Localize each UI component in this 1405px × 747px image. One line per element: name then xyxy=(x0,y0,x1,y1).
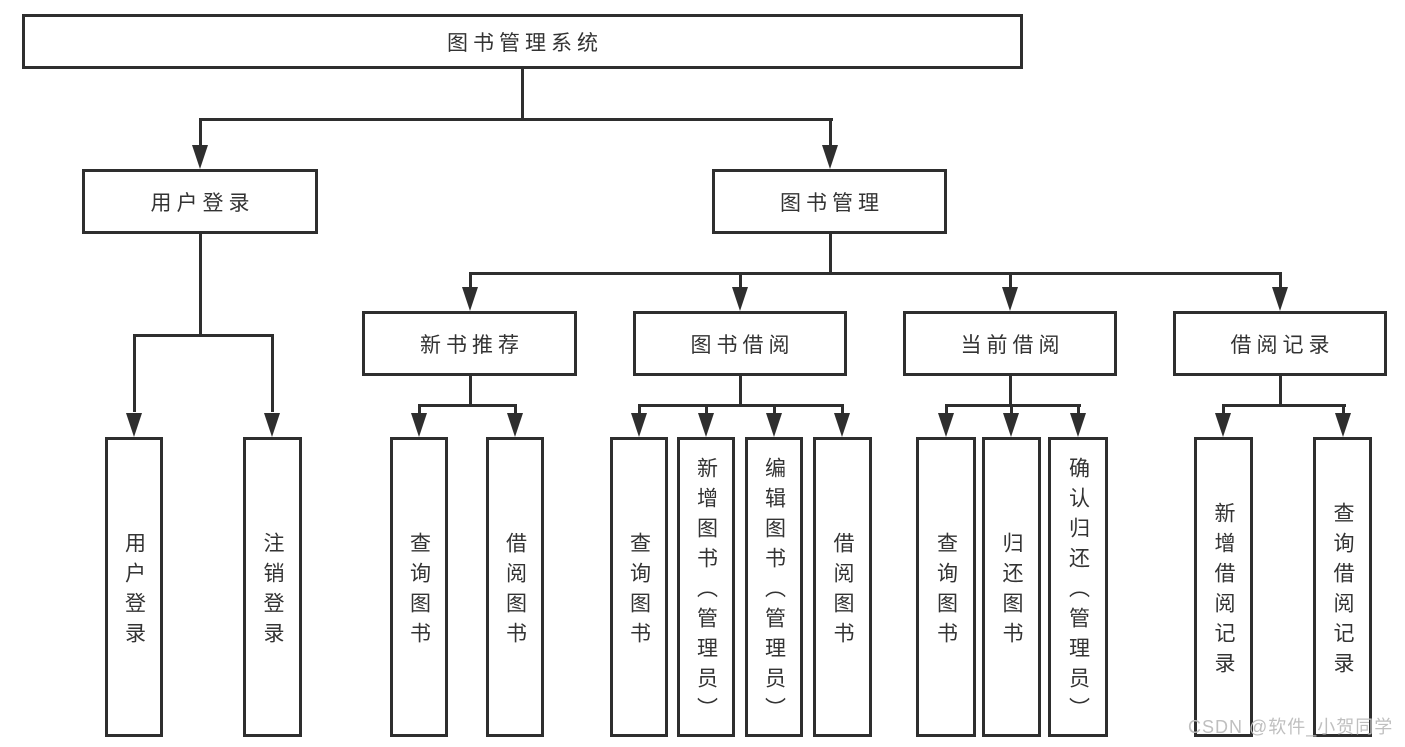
leaf-edit-books-admin: 编辑图书（管理员） xyxy=(745,437,803,737)
edge-line xyxy=(829,234,832,275)
leaf-label: 新增借阅记录 xyxy=(1212,501,1235,682)
leaf-label: 注销登录 xyxy=(261,531,284,652)
arrow-down-icon xyxy=(507,413,523,437)
leaf-label: 查询图书 xyxy=(934,531,958,652)
node-label: 用户登录 xyxy=(150,191,255,215)
edge-line xyxy=(418,404,517,407)
arrow-down-icon xyxy=(192,145,208,169)
arrow-down-icon xyxy=(1002,287,1018,311)
arrow-down-icon xyxy=(834,413,850,437)
leaf-add-books-admin: 新增图书（管理员） xyxy=(677,437,735,737)
arrow-down-icon xyxy=(1070,413,1086,437)
edge-line xyxy=(739,376,742,407)
arrow-down-icon xyxy=(822,145,838,169)
leaf-return-books: 归还图书 xyxy=(982,437,1041,737)
node-label: 图书管理 xyxy=(780,191,884,215)
leaf-label: 查询图书 xyxy=(627,531,651,652)
edge-line xyxy=(271,334,274,412)
leaf-label: 归还图书 xyxy=(1000,531,1023,652)
edge-line xyxy=(1077,404,1080,416)
arrow-down-icon xyxy=(411,413,427,437)
node-label: 借阅记录 xyxy=(1230,333,1335,357)
leaf-label: 借阅图书 xyxy=(831,531,854,652)
node-book-borrowing: 图书借阅 xyxy=(633,311,847,376)
arrow-down-icon xyxy=(732,287,748,311)
edge-line xyxy=(1342,404,1345,416)
leaf-user-login: 用户登录 xyxy=(105,437,163,737)
arrow-down-icon xyxy=(1215,413,1231,437)
leaf-borrow-books-2: 借阅图书 xyxy=(813,437,872,737)
edge-line xyxy=(773,404,776,416)
node-library-management-system: 图书管理系统 xyxy=(22,14,1023,69)
edge-line xyxy=(133,334,136,412)
edge-line xyxy=(1010,404,1013,416)
arrow-down-icon xyxy=(462,287,478,311)
watermark: CSDN @软件_小贺同学 xyxy=(1188,717,1394,737)
edge-line xyxy=(199,118,833,121)
node-label: 当前借阅 xyxy=(960,333,1065,357)
edge-line xyxy=(199,118,202,148)
leaf-label: 查询借阅记录 xyxy=(1331,501,1354,682)
arrow-down-icon xyxy=(698,413,714,437)
edge-line xyxy=(829,118,832,148)
edge-line xyxy=(199,234,202,337)
leaf-query-books-1: 查询图书 xyxy=(390,437,448,737)
node-label: 图书借阅 xyxy=(690,333,795,357)
leaf-label: 确认归还（管理员） xyxy=(1066,456,1090,727)
edge-line xyxy=(469,272,1282,275)
edge-line xyxy=(638,404,844,407)
arrow-down-icon xyxy=(1003,413,1019,437)
leaf-query-books-2: 查询图书 xyxy=(610,437,668,737)
edge-line xyxy=(469,272,472,290)
node-current-borrowing: 当前借阅 xyxy=(903,311,1117,376)
arrow-down-icon xyxy=(631,413,647,437)
edge-line xyxy=(1222,404,1346,407)
leaf-label: 查询图书 xyxy=(407,531,431,652)
edge-line xyxy=(514,404,517,416)
node-new-book-recommendation: 新书推荐 xyxy=(362,311,577,376)
leaf-borrow-books-1: 借阅图书 xyxy=(486,437,544,737)
edge-line xyxy=(521,69,524,118)
edge-line xyxy=(739,272,742,290)
arrow-down-icon xyxy=(938,413,954,437)
node-user-login: 用户登录 xyxy=(82,169,318,234)
leaf-confirm-return-admin: 确认归还（管理员） xyxy=(1048,437,1108,737)
edge-line xyxy=(133,334,274,337)
edge-line xyxy=(1009,376,1012,407)
node-label: 新书推荐 xyxy=(420,333,524,357)
leaf-add-borrow-record: 新增借阅记录 xyxy=(1194,437,1253,737)
node-label: 图书管理系统 xyxy=(447,31,603,55)
arrow-down-icon xyxy=(1335,413,1351,437)
arrow-down-icon xyxy=(264,413,280,437)
arrow-down-icon xyxy=(1272,287,1288,311)
edge-line xyxy=(638,404,641,416)
leaf-label: 用户登录 xyxy=(122,531,146,652)
edge-line xyxy=(705,404,708,416)
node-borrowing-records: 借阅记录 xyxy=(1173,311,1387,376)
edge-line xyxy=(945,404,948,416)
arrow-down-icon xyxy=(126,413,142,437)
leaf-label: 编辑图书（管理员） xyxy=(762,456,786,727)
edge-line xyxy=(469,376,472,407)
edge-line xyxy=(841,404,844,416)
edge-line xyxy=(1279,376,1282,407)
edge-line xyxy=(1009,272,1012,290)
edge-line xyxy=(1279,272,1282,290)
arrow-down-icon xyxy=(766,413,782,437)
edge-line xyxy=(1222,404,1225,416)
leaf-label: 新增图书（管理员） xyxy=(694,456,718,727)
edge-line xyxy=(418,404,421,416)
leaf-logout: 注销登录 xyxy=(243,437,302,737)
edge-line xyxy=(945,404,1081,407)
leaf-label: 借阅图书 xyxy=(503,531,527,652)
leaf-query-borrow-record: 查询借阅记录 xyxy=(1313,437,1372,737)
leaf-query-books-3: 查询图书 xyxy=(916,437,976,737)
node-book-management: 图书管理 xyxy=(712,169,947,234)
